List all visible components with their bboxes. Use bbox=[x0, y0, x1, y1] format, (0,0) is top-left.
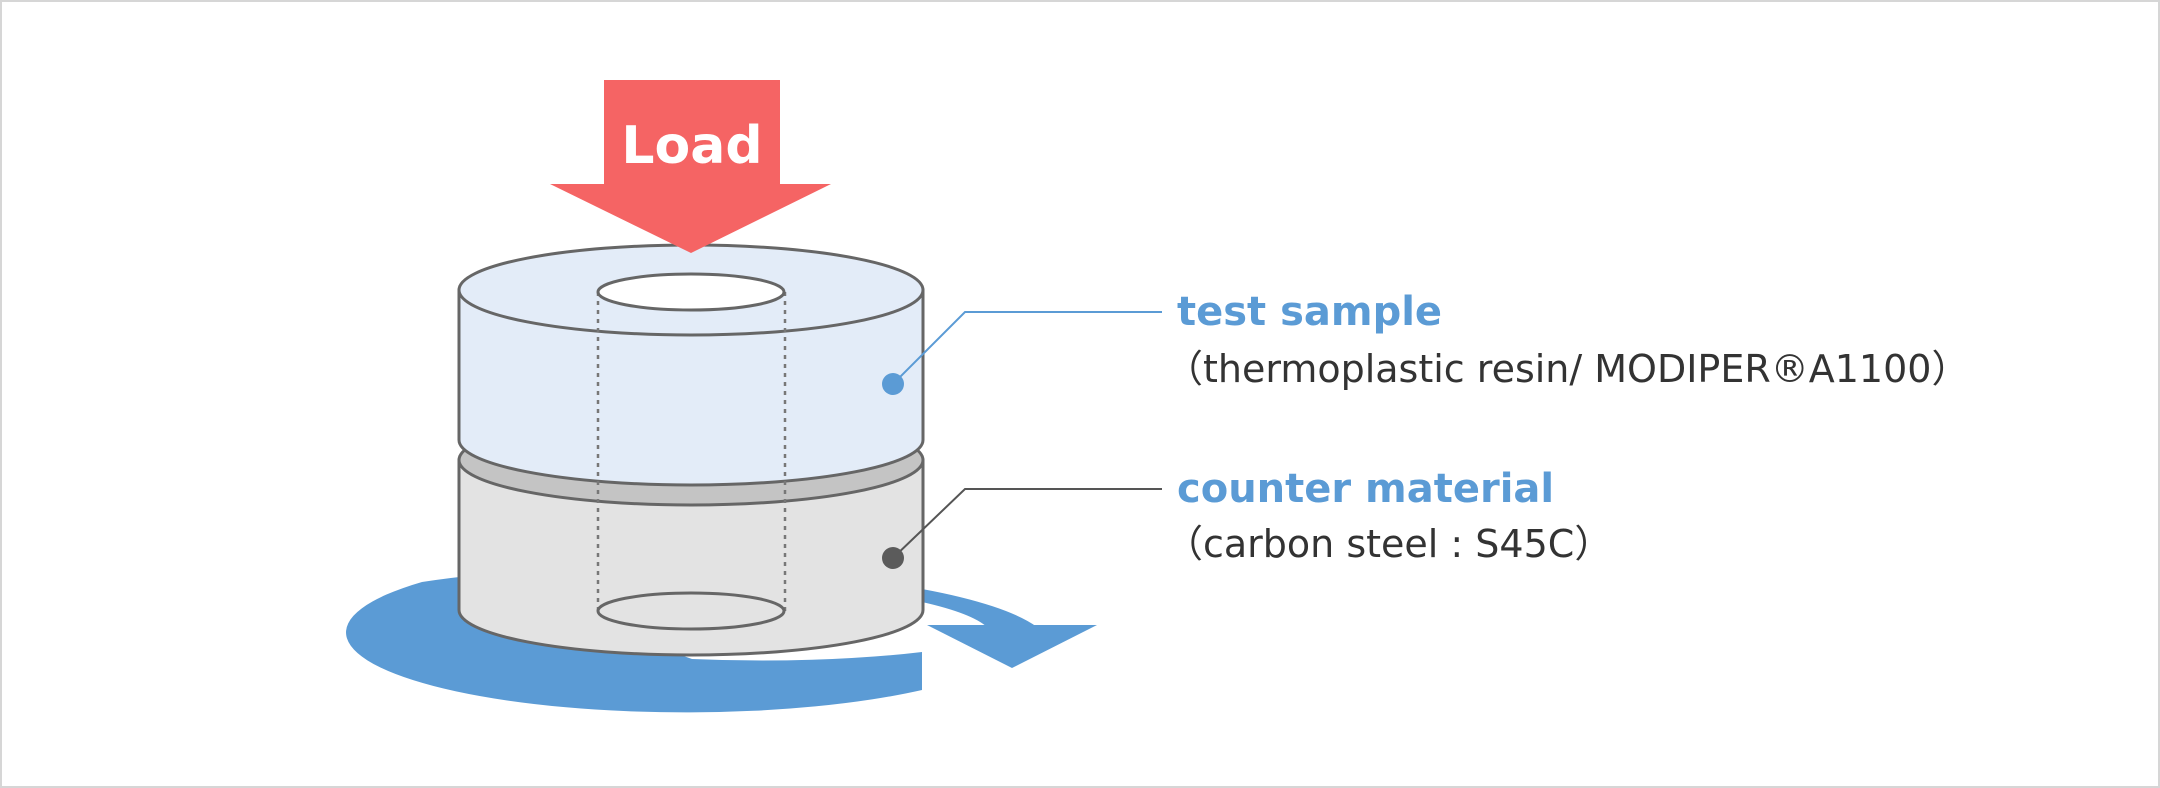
counter-material-leader-line bbox=[892, 488, 1162, 559]
test-sample-leader-line bbox=[892, 311, 1162, 385]
inner-bore bbox=[596, 272, 787, 631]
test-sample-title: test sample bbox=[1177, 289, 1443, 335]
bore-top bbox=[596, 272, 786, 312]
counter-material-title: counter material bbox=[1177, 466, 1555, 512]
load-label: Load bbox=[621, 116, 763, 176]
counter-body bbox=[457, 458, 925, 657]
rotation-ring-right bbox=[922, 589, 1037, 627]
rotation-arrowhead bbox=[927, 625, 1097, 668]
test-sample-detail: （thermoplastic resin/ MODIPER®A1100） bbox=[1165, 347, 1970, 391]
sample-body bbox=[457, 288, 925, 487]
counter-material-marker bbox=[882, 547, 904, 569]
bore-bottom bbox=[596, 591, 786, 631]
counter-material-detail: （carbon steel : S45C） bbox=[1165, 522, 1613, 566]
test-sample-marker bbox=[882, 373, 904, 395]
load-arrow bbox=[550, 80, 831, 253]
